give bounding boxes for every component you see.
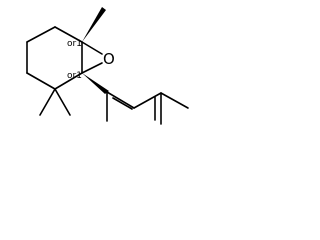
bond-gem-methyl-b	[54, 88, 71, 116]
methyl-groups	[39, 7, 106, 116]
bond-ring-c5-c6	[54, 72, 83, 90]
bond-ring-c4-c5	[26, 72, 56, 90]
wedge-bond-c1-methyl	[82, 7, 106, 42]
stereo-label-c1: or1	[67, 39, 82, 49]
bond-gem-methyl-a	[39, 88, 56, 116]
molecule-structure: O or1 or1	[26, 7, 189, 125]
stereo-labels: or1 or1	[67, 39, 82, 81]
bond-terminal-methyl	[160, 92, 189, 109]
bond-c1-oxygen	[81, 41, 103, 55]
oxygen-atom-label: O	[103, 50, 115, 68]
bond-chain-double-outer	[106, 91, 135, 109]
bond-chain-single	[133, 92, 162, 109]
bond-ring-c1-c2	[54, 26, 83, 43]
bond-c6-oxygen	[81, 62, 103, 74]
stereo-label-c6: or1	[67, 71, 82, 81]
bond-chain-double-inner	[112, 97, 133, 110]
bond-ring-c2-c3	[26, 26, 56, 43]
epoxide-bridge: O	[81, 41, 115, 74]
dienyl-side-chain	[82, 73, 189, 125]
wedge-bond-c6-chain	[82, 73, 109, 94]
cyclohexane-ring	[26, 26, 83, 90]
